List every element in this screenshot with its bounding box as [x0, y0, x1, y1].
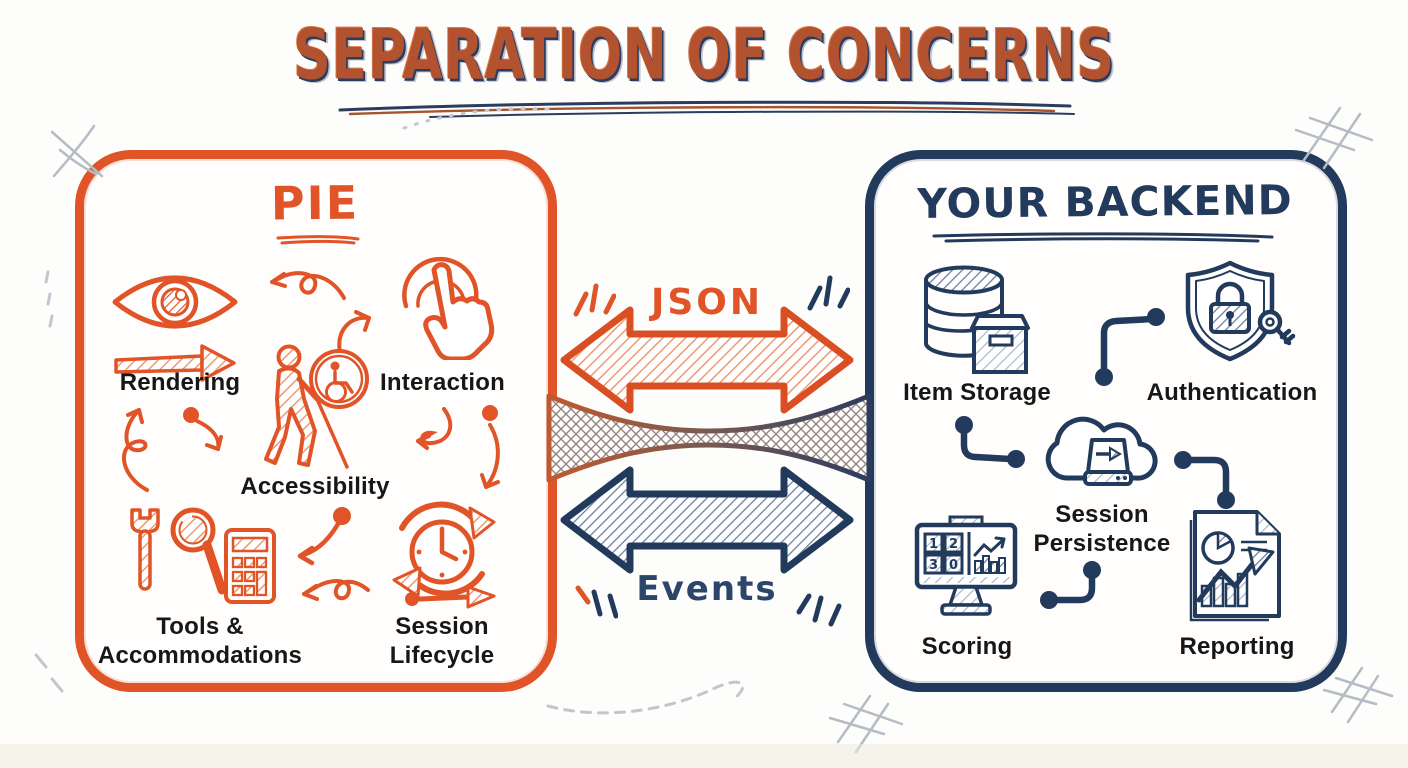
score-digit: 0: [949, 558, 958, 573]
label-authentication: Authentication: [1146, 379, 1318, 406]
doodle-squiggle-icon: [122, 408, 149, 492]
doodle-loop-arrow-icon: [302, 579, 370, 601]
database-box-icon: [924, 265, 1030, 374]
label-item-storage: Item Storage: [903, 379, 1051, 406]
sparkle-icon: [807, 275, 850, 311]
sparkle-icon: [573, 283, 616, 317]
doodle-dot-arc-icon: [183, 407, 223, 451]
connector-elbow-icon: [1095, 308, 1165, 386]
sketch-swoosh-icon: [546, 680, 745, 715]
connector-elbow-icon: [1174, 451, 1235, 509]
panel-bridge-crosshatch: [546, 394, 872, 482]
page-title: SEPARATION OF CONCERNS: [293, 13, 1115, 96]
monitor-scores-icon: 1 2 3 0: [914, 515, 1018, 616]
sketch-dotted-line-icon: [402, 107, 550, 130]
eye-arrow-icon: [112, 275, 238, 382]
sparkle-icon: [796, 593, 842, 627]
connector-elbow-icon: [1040, 561, 1101, 609]
json-arrow-label: JSON: [648, 282, 763, 323]
report-document-icon: [1189, 510, 1281, 622]
score-digit: 3: [929, 558, 938, 573]
label-tools-accommodations: Tools & Accommodations: [97, 613, 303, 670]
sketch-hash-icon: [828, 694, 904, 754]
label-rendering: Rendering: [119, 369, 241, 396]
label-reporting: Reporting: [1179, 633, 1295, 660]
doodle-loop-arrow-icon: [270, 271, 346, 300]
label-accessibility: Accessibility: [240, 473, 390, 500]
bottom-paper-tint: [0, 744, 1408, 768]
connector-elbow-icon: [955, 416, 1025, 468]
wheelchair-badge-icon: [309, 349, 369, 409]
label-session-persistence: Session Persistence: [1033, 501, 1171, 558]
calculator-icon: [224, 528, 276, 604]
wrench-icon: [130, 508, 160, 591]
events-arrow-icon: Events: [560, 466, 854, 608]
key-icon: [1257, 309, 1296, 346]
sparkle-icon: [575, 585, 618, 619]
pie-panel-title: PIE: [270, 175, 360, 231]
doodle-dot-arrow-icon: [297, 507, 351, 566]
sketch-hash-icon: [1322, 666, 1394, 724]
magnifier-icon: [170, 507, 227, 595]
walking-person-icon: [264, 344, 349, 469]
label-scoring: Scoring: [921, 633, 1013, 660]
score-digit: 1: [929, 537, 938, 552]
sketch-x-icon: [50, 124, 104, 178]
pie-title-underline: [276, 235, 360, 245]
wrench-magnifier-calculator-icon: [130, 507, 276, 604]
shield-lock-key-icon: [1185, 260, 1296, 362]
sketch-dashes-icon: [34, 653, 64, 693]
cloud-storage-icon: [1045, 416, 1158, 486]
events-arrow-label: Events: [636, 569, 777, 608]
label-session-lifecycle: Session Lifecycle: [389, 613, 495, 670]
doodle-squiggle-icon: [416, 407, 453, 450]
json-arrow-icon: JSON: [560, 282, 854, 414]
sketch-dashes-icon: [44, 270, 54, 328]
sketch-hash-icon: [1294, 106, 1374, 170]
title-underline: [338, 100, 1075, 118]
label-interaction: Interaction: [380, 369, 505, 396]
touch-hand-icon: [402, 256, 495, 360]
backend-title-underline: [932, 232, 1274, 243]
page-header: SEPARATION OF CONCERNS: [0, 14, 1408, 96]
score-digit: 2: [949, 537, 958, 552]
doodle-dot-curve-icon: [480, 405, 500, 489]
backend-panel-title: YOUR BACKEND: [917, 176, 1293, 228]
clock-refresh-icon: [392, 501, 496, 609]
person-cane-wheelchair-icon: [264, 344, 369, 469]
